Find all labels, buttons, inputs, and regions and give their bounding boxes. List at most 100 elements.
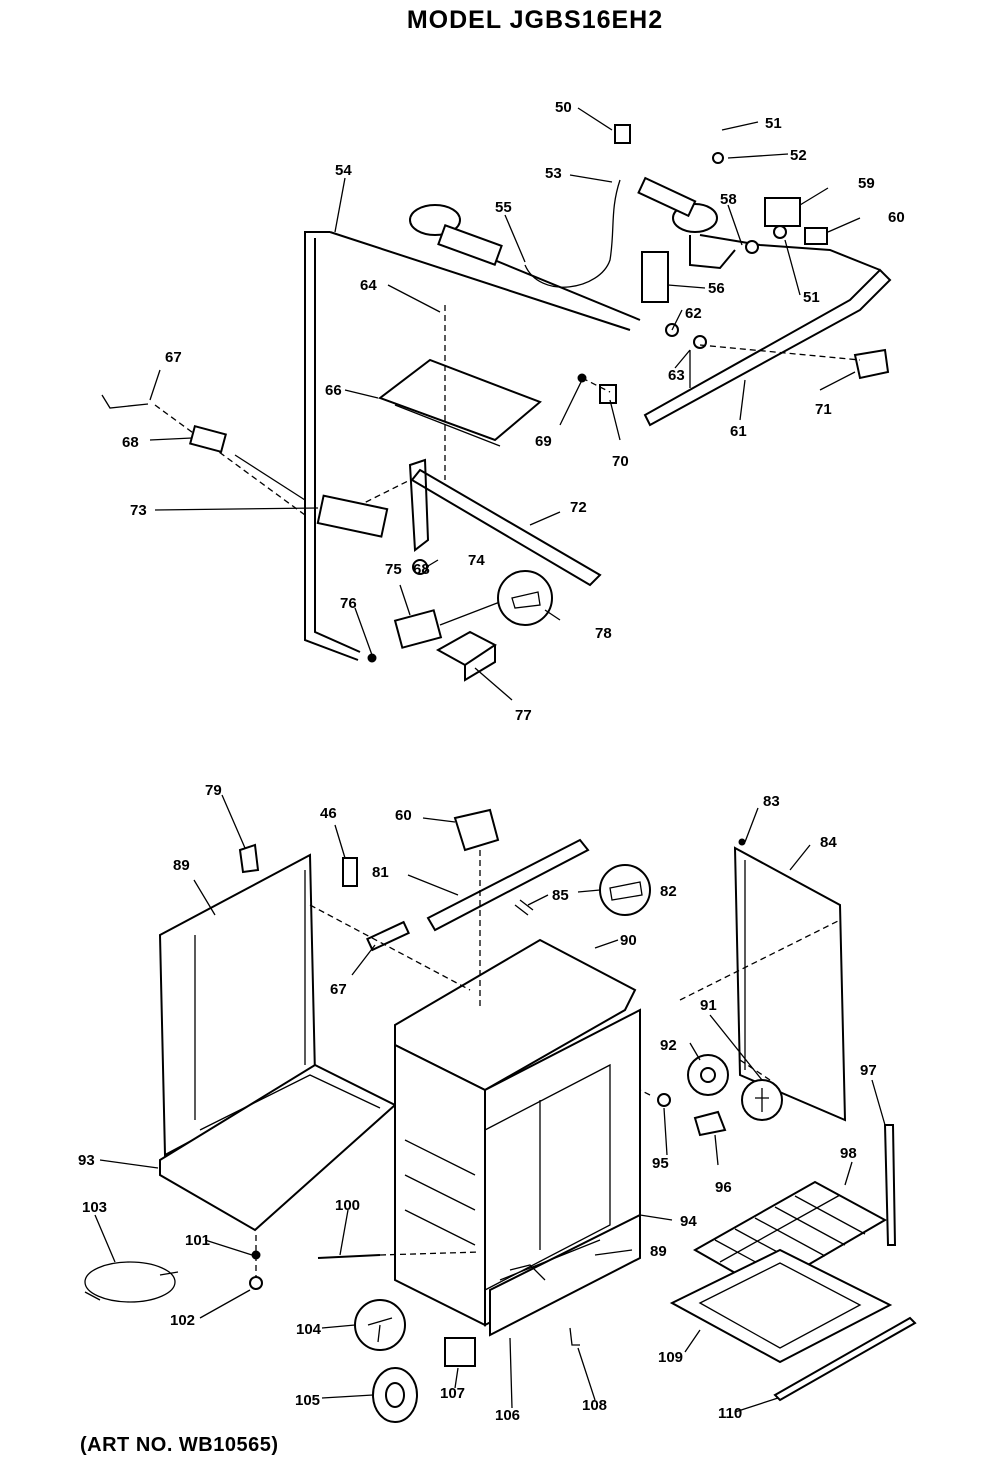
bracket-77 [435,630,497,682]
manifold-pipe [643,268,892,427]
callout-62: 62 [685,305,702,322]
back-panel-84 [733,846,847,1122]
callout-78: 78 [595,625,612,642]
part-83 [738,838,746,846]
oven-burner-tube-72 [410,468,602,587]
detail-92-part [700,1067,716,1083]
callout-55: 55 [495,199,512,216]
clip-60 [453,808,500,852]
part-85 [514,899,534,916]
callout-67-top: 67 [165,349,182,366]
callout-46: 46 [320,805,337,822]
page-title: MODEL JGBS16EH2 [0,6,1000,35]
part-76 [367,653,377,663]
callout-102: 102 [170,1312,195,1329]
trim-110 [773,1316,917,1402]
callout-leaders [94,107,886,1413]
heat-shield-66-fold [379,397,501,447]
part-95 [657,1093,671,1107]
detail-circle-82 [599,864,651,916]
pilot-bracket [408,458,430,552]
callout-89-bottom: 89 [650,1243,667,1260]
part-50-clip [614,124,631,144]
upper-gas-tube [469,234,881,321]
bracket-71 [853,348,890,380]
oven-body-94-cavity [404,1063,611,1291]
rod-100 [317,1254,381,1259]
callout-90: 90 [620,932,637,949]
callout-68-top: 68 [122,434,139,451]
part-108 [569,1327,580,1346]
callout-67-bottom: 67 [330,981,347,998]
alignment-lines-upper [154,305,861,521]
wire-harness [524,179,621,288]
callout-106: 106 [495,1407,520,1424]
callout-104: 104 [296,1321,322,1338]
callout-97: 97 [860,1062,877,1079]
part-74-fitting [412,559,428,575]
callout-100: 100 [335,1197,360,1214]
valve-75 [393,609,443,649]
callout-76: 76 [340,595,357,612]
plate-107 [444,1337,476,1367]
callout-54: 54 [335,162,352,179]
ignition-module [641,251,669,303]
callout-53: 53 [545,165,562,182]
strip-97 [883,1124,897,1246]
callout-74: 74 [468,552,485,569]
wire-103-leads [84,1271,179,1301]
base-93 [159,1063,397,1232]
callout-82: 82 [660,883,677,900]
callout-93: 93 [78,1152,95,1169]
detail-circle-78 [497,570,553,626]
oven-rack-98-bars [714,1194,866,1279]
callout-61: 61 [730,423,747,440]
callout-109: 109 [658,1349,683,1366]
callout-59: 59 [858,175,875,192]
valve-bracket [637,176,697,218]
callout-105: 105 [295,1392,320,1409]
callout-52: 52 [790,147,807,164]
callout-96: 96 [715,1179,732,1196]
left-burner-base [437,224,503,266]
ignitor-68 [188,424,228,454]
callout-95: 95 [652,1155,669,1172]
callout-51-bottom: 51 [803,289,820,306]
callout-91: 91 [700,997,717,1014]
detail-91-part [755,1088,769,1112]
oven-body-94 [394,1043,486,1327]
callout-110: 110 [718,1405,742,1422]
callout-73: 73 [130,502,147,519]
callout-58: 58 [720,191,737,208]
part-96 [693,1110,727,1137]
bracket-79 [238,843,260,874]
callout-72: 72 [570,499,587,516]
callout-107: 107 [440,1385,465,1402]
part-52-screw [712,152,724,164]
broiler-pan-109 [669,1248,893,1364]
detail-105-part [385,1382,405,1408]
callout-56: 56 [708,280,725,297]
part-102 [249,1276,263,1290]
valve-fitting-60 [804,227,828,245]
art-number: (ART NO. WB10565) [80,1434,279,1456]
spark-wire-67 [101,394,149,409]
bar-81 [426,838,590,932]
bracket-87 [366,920,410,952]
callout-51-top: 51 [765,115,782,132]
callout-81: 81 [372,864,389,881]
callout-60-bottom: 60 [395,807,412,824]
callout-89-top: 89 [173,857,190,874]
callout-70: 70 [612,453,629,470]
callout-labels: 50 51 52 53 54 55 58 59 60 56 51 64 62 6… [78,99,905,1424]
side-panel-89-edge [194,870,306,1120]
base-93-top [199,1074,381,1131]
callout-84: 84 [820,834,837,851]
callout-69: 69 [535,433,552,450]
broiler-pan-109-inner [698,1262,862,1349]
thermostat-73 [316,494,389,538]
callout-75: 75 [385,561,402,578]
lower-range-body [84,808,917,1423]
oven-burner-89 [499,1239,601,1281]
